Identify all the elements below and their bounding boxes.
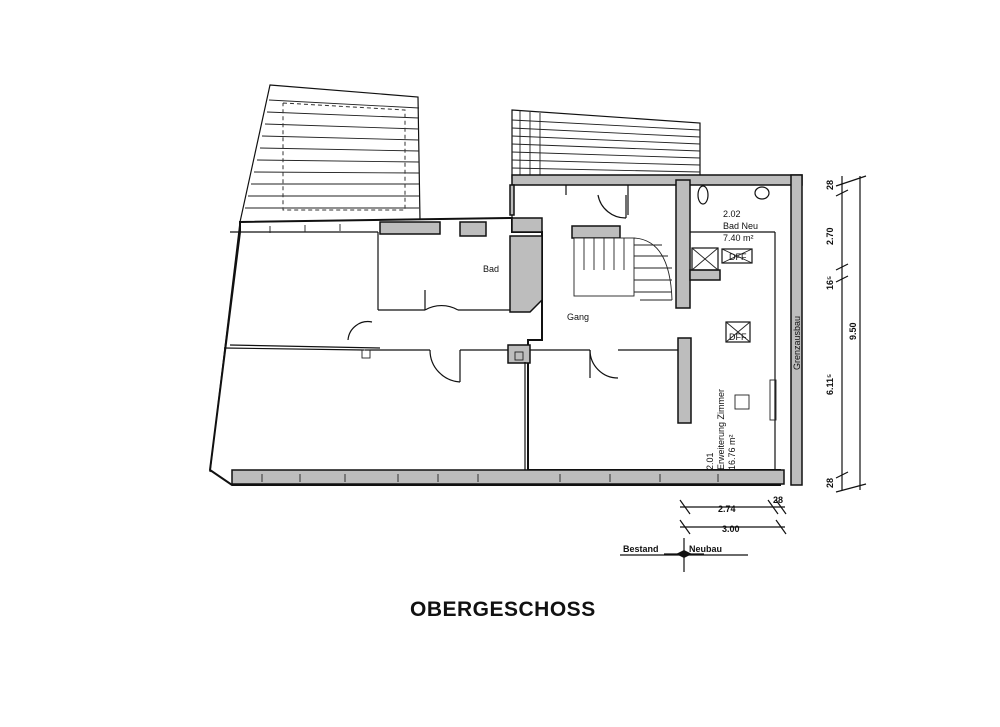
room-bad-neu-area: 7.40 m² [723, 233, 754, 243]
windows [261, 224, 719, 482]
room-zimmer-area: 16.76 m² [727, 434, 737, 470]
room-bad-label: Bad [483, 264, 499, 274]
bath-fixtures [691, 185, 777, 421]
dim-right-611: 6.11⁵ [825, 374, 835, 395]
dim-right-270: 2.70 [825, 227, 835, 245]
dim-right-bottom: 28 [825, 478, 835, 488]
dff-label-mid: DFF [729, 332, 747, 342]
room-bad-neu-name: Bad Neu [723, 221, 758, 231]
neubau-label: Neubau [689, 544, 722, 554]
dim-right-16: 16⁵ [825, 276, 835, 290]
dim-right-total: 9.50 [848, 322, 858, 340]
dim-bottom-300: 3.00 [722, 524, 740, 534]
dimension-chain-right: 28 2.70 16⁵ 6.11⁵ 28 9.50 [825, 175, 867, 493]
room-gang-label: Gang [567, 312, 589, 322]
grenzausbau-label: Grenzausbau [792, 316, 802, 370]
staircase [571, 225, 673, 301]
interior-walls [223, 179, 776, 470]
page-title: OBERGESCHOSS [410, 598, 596, 621]
outer-walls [208, 174, 803, 486]
bestand-label: Bestand [623, 544, 659, 554]
left-balcony [239, 84, 421, 223]
room-zimmer-number: 2.01 [705, 452, 715, 470]
dim-right-top: 28 [825, 180, 835, 190]
doors [347, 194, 627, 383]
dim-bottom-28: 28 [773, 495, 783, 505]
dim-bottom-274: 2.74 [718, 504, 736, 514]
room-zimmer-name: Erweiterung Zimmer [716, 389, 726, 470]
bestand-neubau-legend: Bestand Neubau [620, 538, 748, 572]
right-balcony [511, 109, 701, 179]
room-labels: Bad Gang 2.02 Bad Neu 7.40 m² DFF DFF 2.… [483, 209, 802, 470]
dff-label-top: DFF [729, 252, 747, 262]
dimension-chain-bottom: 2.74 28 3.00 [679, 495, 787, 535]
room-bad-neu-number: 2.02 [723, 209, 741, 219]
